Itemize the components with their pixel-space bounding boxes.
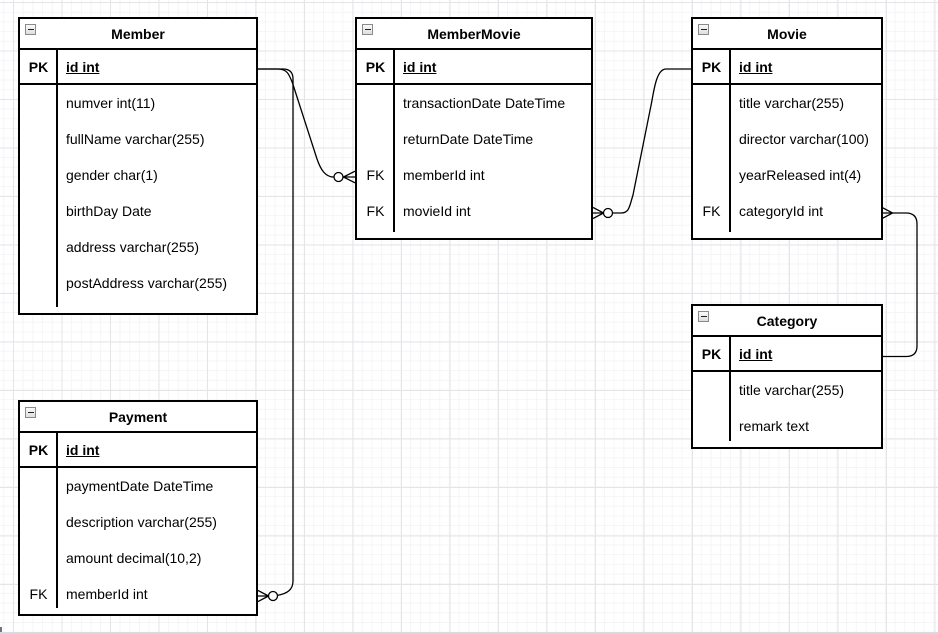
- table-row[interactable]: PK id int: [693, 337, 881, 372]
- field-label: transactionDate DateTime: [403, 95, 566, 111]
- edge-member-membermovie[interactable]: [258, 68, 356, 184]
- entity-movie[interactable]: Movie PK id int title varchar(255) direc…: [691, 17, 883, 240]
- table-row[interactable]: gender char(1): [20, 157, 256, 193]
- key-label: FK: [29, 586, 48, 602]
- entity-title: MemberMovie: [427, 25, 521, 42]
- key-label: PK: [701, 58, 722, 75]
- key-label: PK: [701, 345, 722, 362]
- key-label: FK: [366, 167, 385, 183]
- field-label: yearReleased int(4): [739, 167, 862, 183]
- crow-foot-icon: [257, 589, 269, 603]
- edge-movie-membermovie[interactable]: [592, 68, 691, 220]
- table-row[interactable]: description varchar(255): [20, 504, 256, 540]
- field-label: gender char(1): [66, 167, 158, 183]
- field-label: numver int(11): [66, 95, 156, 111]
- field-label: categoryId int: [739, 203, 824, 219]
- table-row[interactable]: title varchar(255): [693, 372, 881, 408]
- zero-marker-icon: [602, 207, 614, 219]
- crow-foot-icon: [881, 206, 893, 220]
- field-label: description varchar(255): [66, 514, 217, 530]
- entity-member-header[interactable]: Member: [20, 19, 256, 50]
- field-label: paymentDate DateTime: [66, 478, 214, 494]
- field-label: memberId int: [403, 167, 485, 183]
- table-row[interactable]: transactionDate DateTime: [357, 85, 591, 121]
- field-label: title varchar(255): [739, 382, 845, 398]
- table-row[interactable]: numver int(11): [20, 85, 256, 121]
- column-divider: [729, 50, 731, 232]
- edge-category-movie[interactable]: [881, 206, 918, 358]
- table-row[interactable]: FK memberId int: [357, 157, 591, 193]
- entity-payment[interactable]: Payment PK id int paymentDate DateTime d…: [18, 400, 258, 616]
- field-label: remark text: [739, 418, 810, 434]
- collapse-minus-icon[interactable]: [25, 407, 36, 418]
- field-label: id int: [403, 58, 437, 75]
- table-row[interactable]: address varchar(255): [20, 229, 256, 265]
- key-label: PK: [28, 58, 49, 75]
- field-label: returnDate DateTime: [403, 131, 534, 147]
- table-row[interactable]: birthDay Date: [20, 193, 256, 229]
- key-label: PK: [365, 58, 386, 75]
- table-row[interactable]: PK id int: [357, 50, 591, 85]
- key-label: PK: [28, 441, 49, 458]
- zero-marker-icon: [333, 171, 344, 183]
- field-label: id int: [739, 345, 773, 362]
- table-row[interactable]: yearReleased int(4): [693, 157, 881, 193]
- collapse-minus-icon[interactable]: [698, 24, 709, 35]
- field-label: address varchar(255): [66, 239, 200, 255]
- table-row[interactable]: returnDate DateTime: [357, 121, 591, 157]
- entity-membermovie-header[interactable]: MemberMovie: [357, 19, 591, 50]
- table-row[interactable]: title varchar(255): [693, 85, 881, 121]
- edge-member-payment[interactable]: [257, 68, 294, 603]
- column-divider: [56, 433, 58, 608]
- field-label: director varchar(100): [739, 131, 869, 147]
- entity-category-header[interactable]: Category: [693, 306, 881, 337]
- key-label: FK: [366, 203, 385, 219]
- entity-payment-header[interactable]: Payment: [20, 402, 256, 433]
- field-label: birthDay Date: [66, 203, 152, 219]
- entity-category[interactable]: Category PK id int title varchar(255) re…: [691, 304, 883, 449]
- field-label: amount decimal(10,2): [66, 550, 202, 566]
- table-row[interactable]: director varchar(100): [693, 121, 881, 157]
- collapse-minus-icon[interactable]: [25, 24, 36, 35]
- field-label: id int: [66, 441, 100, 458]
- field-label: id int: [66, 58, 100, 75]
- column-divider: [729, 337, 731, 441]
- entity-title: Category: [756, 312, 818, 329]
- field-label: memberId int: [66, 586, 148, 602]
- field-label: title varchar(255): [739, 95, 845, 111]
- crow-foot-icon: [343, 170, 356, 184]
- field-label: id int: [739, 58, 773, 75]
- entity-title: Payment: [108, 408, 168, 425]
- screen-edge-artifact: [0, 627, 2, 634]
- table-row[interactable]: amount decimal(10,2): [20, 540, 256, 576]
- table-row[interactable]: postAddress varchar(255): [20, 265, 256, 301]
- entity-movie-header[interactable]: Movie: [693, 19, 881, 50]
- zero-marker-icon: [267, 590, 279, 602]
- entity-membermovie[interactable]: MemberMovie PK id int transactionDate Da…: [355, 17, 593, 240]
- table-row[interactable]: PK id int: [20, 50, 256, 85]
- table-row[interactable]: FK categoryId int: [693, 193, 881, 229]
- key-label: FK: [702, 203, 721, 219]
- table-row[interactable]: remark text: [693, 408, 881, 444]
- table-row[interactable]: PK id int: [20, 433, 256, 468]
- table-row[interactable]: FK memberId int: [20, 576, 256, 612]
- table-row[interactable]: paymentDate DateTime: [20, 468, 256, 504]
- column-divider: [393, 50, 395, 232]
- column-divider: [56, 50, 58, 307]
- field-label: movieId int: [403, 203, 471, 219]
- collapse-minus-icon[interactable]: [698, 311, 709, 322]
- table-row[interactable]: FK movieId int: [357, 193, 591, 229]
- field-label: postAddress varchar(255): [66, 275, 228, 291]
- collapse-minus-icon[interactable]: [362, 24, 373, 35]
- entity-title: Member: [111, 25, 165, 42]
- crow-foot-icon: [592, 206, 604, 220]
- table-row[interactable]: PK id int: [693, 50, 881, 85]
- table-row[interactable]: fullName varchar(255): [20, 121, 256, 157]
- entity-title: Movie: [767, 25, 807, 42]
- field-label: fullName varchar(255): [66, 131, 205, 147]
- entity-member[interactable]: Member PK id int numver int(11) fullName…: [18, 17, 258, 315]
